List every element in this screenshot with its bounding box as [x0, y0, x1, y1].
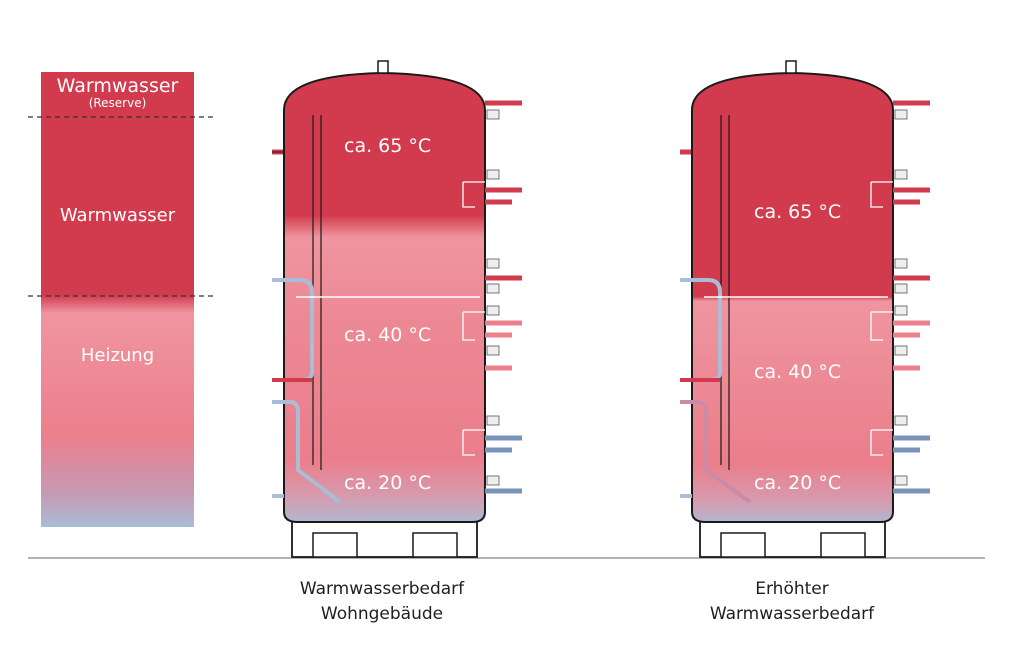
legend-label-reserve: Warmwasser: [56, 75, 179, 97]
tank1-temp-mid: ca. 40 °C: [344, 324, 432, 346]
legend-bar: [41, 72, 194, 527]
legend-label-heating: Heizung: [80, 345, 155, 366]
tank2-caption-line2: Warmwasserbedarf: [709, 604, 875, 624]
tank-connections-right: [870, 100, 930, 494]
legend-label-warmwater: Warmwasser: [59, 205, 176, 226]
tank2-caption-line1: Erhöhter: [755, 579, 829, 599]
tank1-caption-line1: Warmwasserbedarf: [299, 579, 465, 599]
tank1-temp-top: ca. 65 °C: [344, 135, 432, 157]
tank2-temp-bottom: ca. 20 °C: [754, 472, 842, 494]
legend-label-reserve-sub: (Reserve): [88, 96, 147, 110]
tank1-caption-line2: Wohngebäude: [320, 604, 444, 624]
tank-high-demand: [680, 60, 930, 558]
tank1-temp-bottom: ca. 20 °C: [344, 472, 432, 494]
tank2-temp-top: ca. 65 °C: [754, 201, 842, 223]
tank-connections-right: [462, 100, 522, 494]
tank2-temp-mid: ca. 40 °C: [754, 361, 842, 383]
tank-residential: [272, 60, 522, 558]
temperature-legend: [28, 72, 214, 527]
